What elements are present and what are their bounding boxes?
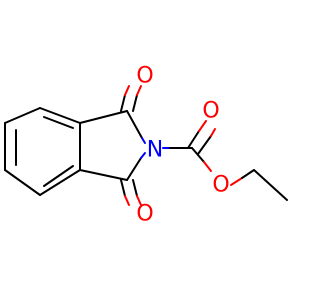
double-bond bbox=[124, 85, 130, 96]
bond bbox=[140, 152, 146, 159]
double-bond bbox=[198, 120, 207, 132]
bond bbox=[126, 157, 142, 181]
bond bbox=[241, 169, 255, 179]
carbonyl-top bbox=[120, 85, 142, 112]
bond bbox=[79, 169, 128, 181]
benzene-ring bbox=[4, 107, 81, 196]
double-bond bbox=[132, 179, 138, 197]
double-bond bbox=[132, 94, 138, 112]
double-bond bbox=[197, 135, 212, 155]
aromatic-double-bond bbox=[43, 165, 74, 187]
atom-labels: O O N O O bbox=[136, 64, 229, 227]
oxygen-label-ester: O bbox=[212, 173, 229, 198]
oxygen-label-bottom: O bbox=[136, 202, 153, 227]
bond bbox=[79, 110, 128, 124]
double-bond bbox=[136, 85, 142, 96]
bond bbox=[4, 107, 41, 124]
double-bond bbox=[124, 195, 130, 206]
bond bbox=[4, 169, 41, 196]
bond bbox=[203, 161, 212, 172]
double-bond bbox=[120, 94, 126, 112]
oxygen-label-top: O bbox=[136, 64, 153, 89]
carbonyl-bottom bbox=[120, 179, 142, 206]
imide-ring bbox=[79, 110, 146, 181]
bond bbox=[191, 147, 205, 163]
bond bbox=[39, 169, 81, 196]
double-bond bbox=[210, 128, 216, 137]
bond bbox=[253, 169, 288, 201]
bond bbox=[126, 110, 143, 139]
bond bbox=[39, 107, 81, 124]
double-bond bbox=[136, 195, 142, 206]
aromatic-double-bond bbox=[43, 116, 74, 129]
background bbox=[0, 0, 300, 300]
nitrogen-label: N bbox=[147, 138, 163, 163]
double-bond bbox=[120, 179, 126, 197]
bond bbox=[230, 177, 243, 186]
structure-diagram: O O N O O bbox=[0, 0, 300, 300]
double-bond bbox=[187, 130, 200, 149]
oxygen-label-carbonyl: O bbox=[202, 99, 219, 124]
bond bbox=[141, 137, 146, 144]
carbamate-group bbox=[162, 120, 288, 201]
